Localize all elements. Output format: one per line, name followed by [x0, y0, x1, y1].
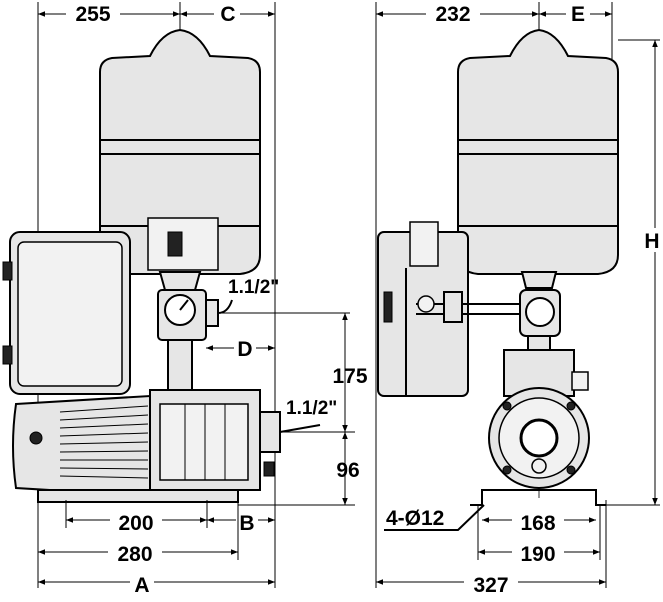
left-view: 255 C 1.1/2" D: [2, 2, 368, 597]
outlet-port: [205, 299, 219, 327]
dim-168-label: 168: [520, 512, 555, 535]
dim-b-label: B: [239, 512, 254, 535]
suction-inlet: [519, 418, 559, 458]
inlet-port: [259, 411, 281, 453]
base-plate: [37, 489, 239, 503]
dim-c-label: C: [220, 3, 235, 26]
dim-96-label: 96: [336, 459, 359, 482]
dim-h-label: H: [644, 230, 659, 253]
leader-line: [279, 424, 321, 433]
pressure-tank: [457, 28, 619, 275]
dim-e-label: E: [571, 3, 585, 26]
tank-neck: [158, 271, 202, 291]
pump-stage: [159, 403, 249, 481]
hinge: [2, 345, 13, 365]
bolt: [502, 465, 512, 475]
dim-175-label: 175: [332, 365, 367, 388]
drain-plug: [263, 461, 275, 477]
hinge: [2, 261, 13, 281]
outlet-size-label: 1.1/2": [228, 277, 279, 298]
right-view: 232 E H: [375, 2, 662, 597]
hinge: [383, 291, 393, 323]
leader-line: [384, 504, 485, 531]
priming-plug: [571, 371, 589, 391]
bolt: [502, 401, 512, 411]
riser-pipe: [167, 339, 193, 391]
leader-line: [217, 299, 233, 314]
dim-a-label: A: [134, 574, 149, 597]
pressure-switch: [147, 217, 219, 271]
bolt: [566, 401, 576, 411]
motor-cable-gland: [29, 431, 43, 445]
dim-d-label: D: [237, 338, 252, 361]
control-box-door: [17, 241, 123, 387]
pressure-gauge: [525, 297, 555, 327]
valve-fitting: [417, 295, 435, 313]
holes-label: 4-Ø12: [386, 507, 444, 530]
dim-232-label: 232: [435, 3, 470, 26]
dim-190-label: 190: [520, 543, 555, 566]
pressure-switch: [409, 221, 439, 267]
bolt: [566, 465, 576, 475]
switch-window: [167, 231, 183, 257]
tank-neck: [520, 271, 558, 289]
gauge-needle: [179, 299, 189, 311]
dim-200-label: 200: [118, 512, 153, 535]
base-bracket: [470, 489, 606, 506]
dim-280-label: 280: [117, 543, 152, 566]
pump-head: [503, 349, 575, 397]
check-valve: [443, 291, 463, 323]
drain-plug: [531, 458, 547, 474]
inlet-size-label: 1.1/2": [286, 398, 337, 419]
dim-327-label: 327: [473, 574, 508, 597]
dim-255-label: 255: [75, 3, 110, 26]
motor-fins: [59, 405, 149, 479]
